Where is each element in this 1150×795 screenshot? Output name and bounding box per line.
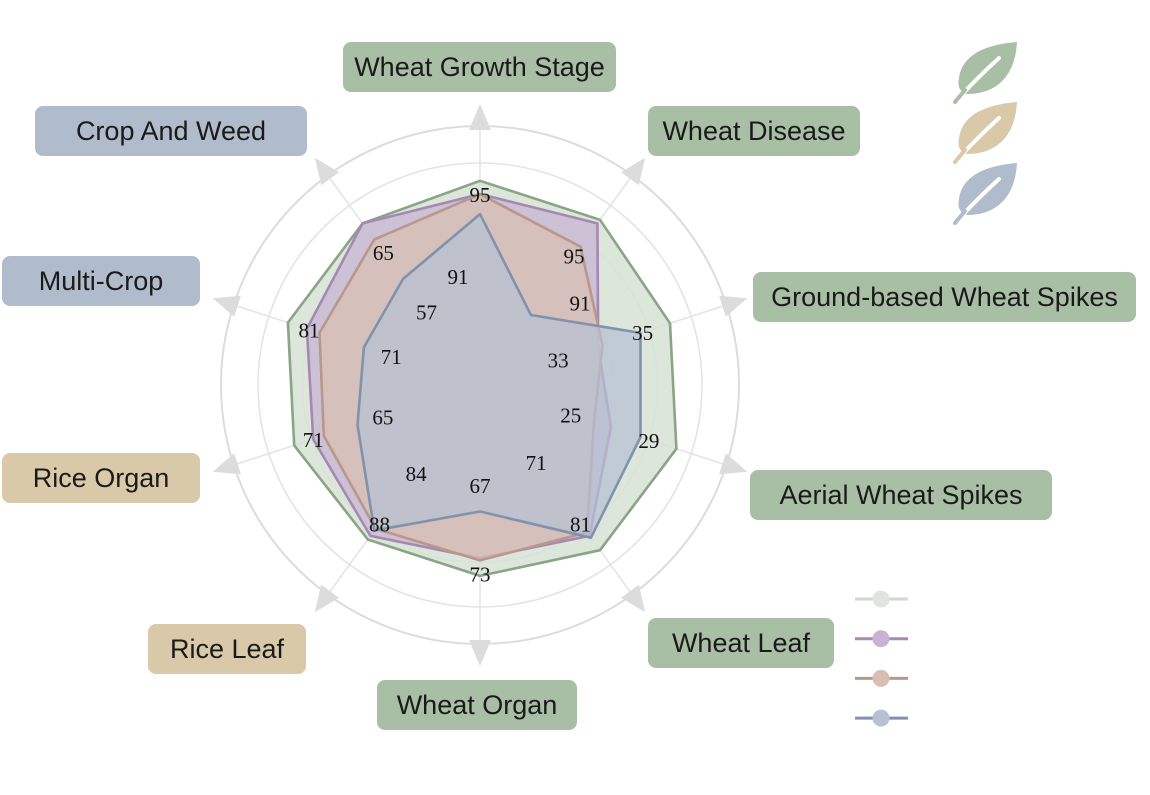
legend-marker-series-3 (855, 669, 908, 687)
axis-label-5: Wheat Leaf (648, 618, 834, 668)
axis-label-text: Crop And Weed (76, 116, 266, 146)
axis-arrows (212, 104, 748, 666)
value-label: 95 (470, 183, 491, 207)
axis-label-box (35, 106, 307, 156)
leaf-icon-legend (953, 42, 1017, 225)
axis-label-text: Rice Organ (33, 463, 170, 493)
value-label: 65 (372, 406, 393, 430)
axis-label-box (750, 470, 1052, 520)
legend-marker-series-2 (855, 630, 908, 648)
value-label: 81 (299, 318, 320, 342)
value-label: 67 (470, 474, 491, 498)
axis-label-box (377, 680, 577, 730)
axis-label-text: Rice Leaf (170, 634, 285, 664)
axis-arrow (212, 295, 241, 317)
axis-arrow (719, 453, 748, 475)
axis-label-1: Wheat Growth Stage (343, 42, 616, 92)
axis-label-3: Ground-based Wheat Spikes (753, 272, 1136, 322)
axis-label-2: Wheat Disease (648, 106, 860, 156)
multi-crop-leaf-icon (953, 163, 1017, 225)
radar-series (286, 179, 678, 578)
axis-arrow (621, 584, 646, 613)
value-label: 84 (406, 462, 428, 486)
value-label: 33 (548, 349, 569, 373)
value-label: 81 (570, 512, 591, 536)
axis-arrow (621, 157, 646, 186)
value-label: 73 (470, 563, 491, 587)
axis-arrow (212, 453, 241, 475)
axis-label-box (148, 624, 306, 674)
value-label: 88 (369, 512, 390, 536)
value-label: 71 (526, 451, 547, 475)
rice-leaf-icon (953, 102, 1017, 164)
axis-label-text: Ground-based Wheat Spikes (771, 282, 1118, 312)
axis-label-text: Wheat Disease (662, 116, 845, 146)
legend-marker-series-1 (855, 590, 908, 608)
value-labels: 95 91 95 91 35 33 29 25 81 71 73 67 88 84 71 65 81 71 65 57 (299, 183, 660, 587)
axis-label-box (2, 256, 200, 306)
axis-label-text: Aerial Wheat Spikes (779, 480, 1022, 510)
value-label: 29 (638, 429, 659, 453)
axis-label-box (648, 618, 834, 668)
axis-label-4: Aerial Wheat Spikes (750, 470, 1052, 520)
value-label: 57 (416, 300, 437, 324)
wheat-leaf-icon (953, 42, 1017, 104)
value-label: 71 (303, 428, 324, 452)
axis-label-box (2, 453, 200, 503)
axis-label-6: Wheat Organ (377, 680, 577, 730)
axis-label-box (343, 42, 616, 92)
axis-label-box (648, 106, 860, 156)
series-legend (855, 590, 908, 727)
axis-label-9: Multi-Crop (2, 256, 200, 306)
axis-arrow (469, 640, 491, 666)
axis-label-10: Crop And Weed (35, 106, 307, 156)
value-label: 91 (448, 265, 469, 289)
value-label: 65 (373, 241, 394, 265)
axis-arrow (719, 295, 748, 317)
axis-label-text: Wheat Growth Stage (354, 52, 605, 82)
value-label: 95 (564, 245, 585, 269)
axis-label-8: Rice Organ (2, 453, 200, 503)
axis-arrow (469, 104, 491, 130)
axis-arrow (314, 584, 339, 613)
axis-label-box (753, 272, 1136, 322)
axis-label-text: Wheat Organ (397, 690, 558, 720)
value-label: 25 (560, 404, 581, 428)
value-label: 91 (570, 291, 591, 315)
axis-label-text: Wheat Leaf (672, 628, 811, 658)
legend-marker-series-4 (855, 709, 908, 727)
series-4-polygon (356, 212, 642, 540)
axis-label-text: Multi-Crop (39, 266, 164, 296)
value-label: 71 (381, 345, 402, 369)
axis-label-7: Rice Leaf (148, 624, 306, 674)
axis-arrow (314, 157, 339, 186)
value-label: 35 (632, 321, 653, 345)
